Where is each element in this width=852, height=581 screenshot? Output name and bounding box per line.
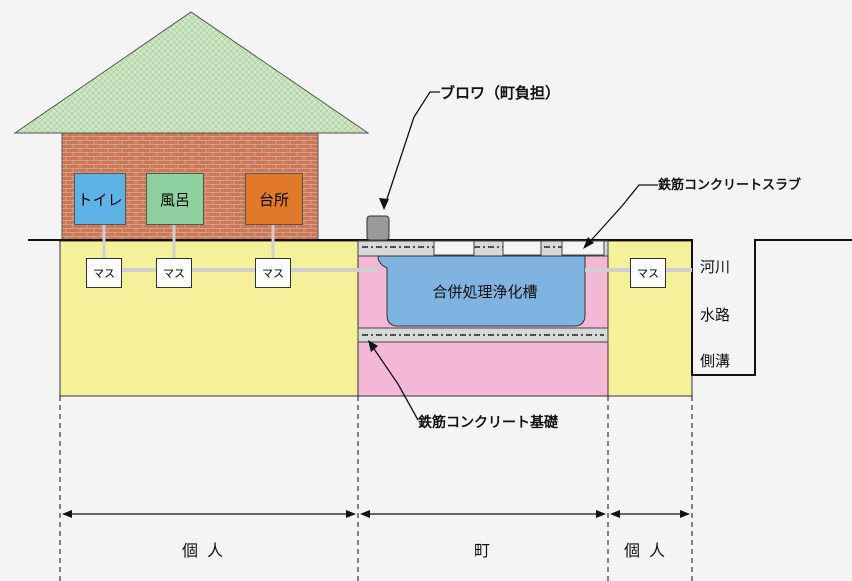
responsibility-private-right: 個 人 [624, 541, 668, 560]
room-kitchen-label: 台所 [258, 190, 289, 209]
room-bath-label: 風呂 [159, 190, 190, 209]
outlet-waterway: 水路 [700, 306, 731, 324]
room-bath: 風呂 [146, 173, 204, 225]
inspection-box: マス [156, 258, 192, 288]
responsibility-town: 町 [474, 541, 493, 560]
inspection-box: マス [86, 258, 122, 288]
blower-unit [366, 215, 390, 241]
inspection-box: マス [255, 258, 291, 288]
septic-tank-label: 合併処理浄化槽 [432, 282, 538, 301]
septic-tank-body [377, 255, 586, 327]
foundation-callout: 鉄筋コンクリート基礎 [418, 415, 558, 431]
outlet-gutter: 側溝 [700, 352, 731, 370]
room-toilet-label: トイレ [77, 190, 123, 209]
room-kitchen: 台所 [245, 173, 303, 225]
house-roof [13, 11, 370, 134]
slab-callout: 鉄筋コンクリートスラブ [658, 178, 802, 193]
responsibility-private-left: 個 人 [182, 541, 226, 560]
inspection-box: マス [630, 258, 666, 288]
ground-line [28, 239, 852, 376]
blower-callout: ブロワ（町負担） [440, 84, 561, 102]
room-toilet: トイレ [74, 173, 126, 225]
outlet-river: 河川 [700, 258, 731, 276]
